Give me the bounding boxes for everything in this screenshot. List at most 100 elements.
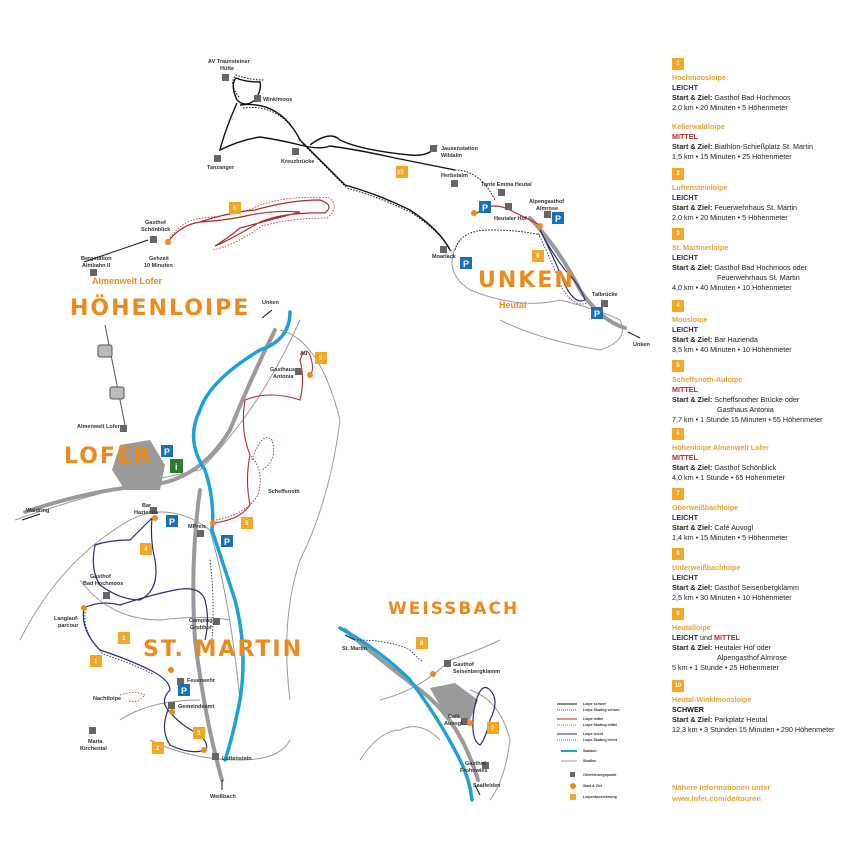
trail-start: Gasthof Bad Hochmoos [714, 93, 791, 102]
start-points [81, 210, 543, 753]
place-label: Gasthof [145, 220, 166, 226]
place-label: Camping [189, 618, 213, 624]
nachtloipe-trail [119, 692, 146, 703]
place-label: 10 Minuten [144, 263, 173, 269]
trail-level: MITTEL [672, 132, 698, 141]
trail-badge: 1 [672, 58, 684, 70]
trail-level: LEICHT [672, 83, 698, 92]
parking-labels: PP PP PP PP [164, 203, 600, 696]
trail-name: Heutalloipe [672, 623, 711, 632]
trail-badge: 5 [672, 360, 684, 372]
place-label: Schönblick [141, 227, 171, 233]
trail-start: Biathlon-Schießplatz St. Martin [714, 142, 814, 151]
place-label: Bar [142, 503, 152, 509]
start-label: Start & Ziel: [672, 463, 713, 472]
legend-label: Loipe Skating schwer [583, 708, 621, 712]
trail-entry-3: 3 St. Martinerloipe LEICHT Start & Ziel:… [672, 228, 857, 293]
place-label: Jausenstation [441, 146, 479, 152]
place-label: Gehzeit [149, 256, 169, 262]
trail-badges[interactable]: 10 6 9 5 5 4 3 1 2 3 8 7 [90, 166, 544, 754]
place-label: Almbahn II [82, 263, 111, 269]
trail-start-2: Feuerwehrhaus St. Martin [717, 273, 800, 282]
lofer-title: LOFER [64, 444, 153, 469]
place-label: Alpengasthof [529, 199, 564, 205]
legend-label: Loipe Skating leicht [583, 738, 618, 742]
legend-label: Loipe schwer [583, 702, 607, 706]
place-label: Almenwelt Lofer [77, 424, 121, 430]
landmarks [89, 74, 608, 769]
legend-label: Start & Ziel [583, 784, 602, 788]
trail-stats: 2,0 km • 20 Minuten • 5 Höhenmeter [672, 103, 788, 112]
trail-level: SCHWER [672, 705, 704, 714]
trail-stats: 2,0 km • 20 Minuten • 5 Höhenmeter [672, 213, 788, 222]
parking-signs[interactable] [161, 201, 603, 696]
badge-number: 8 [420, 641, 424, 647]
trail-start: Gasthof Schönblick [714, 463, 777, 472]
town-areas [112, 440, 478, 720]
place-label: Kirchental [80, 746, 107, 752]
roads [14, 239, 623, 801]
badge-number: 5 [319, 356, 323, 362]
trail-stats: 12,3 km • 3 Stunden 15 Minuten • 290 Höh… [672, 725, 835, 734]
badge-number: 1 [94, 659, 98, 665]
badge-number: 7 [491, 726, 495, 732]
place-label: Bad Hochmoos [83, 581, 123, 587]
place-label: Unken [633, 342, 650, 348]
main-roads [23, 216, 627, 782]
place-label: Herbstalm [441, 173, 468, 179]
place-label: Wildalm [441, 153, 462, 159]
place-label: Auvogl [444, 721, 463, 727]
trail-entry-8: 8 Unterweißbachloipe LEICHT Start & Ziel… [672, 548, 857, 603]
start-label: Start & Ziel: [672, 142, 713, 151]
place-label: Scheffsnoth [268, 489, 300, 495]
parking-icon: P [482, 203, 488, 213]
place-label: Tanzanger [207, 165, 235, 171]
trail-name: Unterweißbachloipe [672, 563, 741, 572]
start-label: Start & Ziel: [672, 583, 713, 592]
trail-10-schwer [218, 77, 456, 251]
trail-entry-7: 7 Oberweißbachloipe LEICHT Start & Ziel:… [672, 488, 857, 543]
trail-start: Café Auvogl [714, 523, 754, 532]
trail-entry-kellerwald: Kellerwaldloipe MITTEL Start & Ziel: Bia… [672, 122, 857, 162]
badge-number: 6 [233, 206, 237, 212]
trail-stats: 4,0 km • 40 Minuten • 10 Höhenmeter [672, 283, 792, 292]
place-label: Feuerwehr [187, 678, 216, 684]
place-label: Café [448, 714, 460, 720]
place-label: Kreuzbrücke [281, 159, 314, 165]
trail-level: MITTEL [672, 385, 698, 394]
saalach-river [191, 310, 474, 802]
trail-badge: 8 [672, 548, 684, 560]
legend-label: Loipe leicht [583, 732, 604, 736]
trail-name: Oberweißbachloipe [672, 503, 739, 512]
info-sign[interactable] [170, 459, 183, 473]
trail-6-skating [169, 196, 335, 251]
trail-start: Gasthof Bad Hochmoos oder [714, 263, 808, 272]
more-info-link[interactable]: www.lofer.com/de/touren [672, 794, 761, 803]
trail-name: Kellerwaldloipe [672, 122, 725, 131]
trail-entry-6: 6 Höhenloipe Almenwelt Lofer MITTEL Star… [672, 428, 857, 483]
place-label: St. Martin [342, 646, 368, 652]
trail-stats: 2,5 km • 30 Minuten • 10 Höhenmeter [672, 593, 792, 602]
place-label: Hütte [220, 66, 234, 72]
badge-number: 4 [144, 547, 148, 553]
place-label: Weißbach [210, 794, 237, 800]
more-info: Nähere Informationen unter www.lofer.com… [672, 782, 770, 804]
start-label: Start & Ziel: [672, 395, 713, 404]
trail-entry-2: 2 Luftensteinloipe LEICHT Start & Ziel: … [672, 168, 857, 223]
trail-start: Heutaler Hof oder [714, 643, 772, 652]
legend-label: Loipe Skating mittel [583, 723, 617, 727]
parking-icon: P [555, 214, 561, 224]
trail-map: PP PP PP PP i 10 6 9 5 5 4 3 1 2 3 8 7 A… [14, 59, 650, 802]
info-icon: i [175, 462, 178, 472]
trail-stats: 1,5 km • 15 Minuten • 25 Höhenmeter [672, 152, 792, 161]
weissbach-title: WEISSBACH [388, 599, 519, 619]
place-label: Nachtloipe [93, 696, 121, 702]
trail-level: LEICHT [672, 633, 698, 642]
trail-stats: 5 km • 1 Stunde • 25 Höhenmeter [672, 663, 779, 672]
place-label: MPreis [188, 524, 206, 530]
trail-start: Scheffsnother Brücke oder [714, 395, 800, 404]
start-label: Start & Ziel: [672, 643, 713, 652]
trail-10-skating [232, 74, 541, 254]
place-label: Antonia [273, 374, 294, 380]
leicht-trails [82, 517, 496, 753]
